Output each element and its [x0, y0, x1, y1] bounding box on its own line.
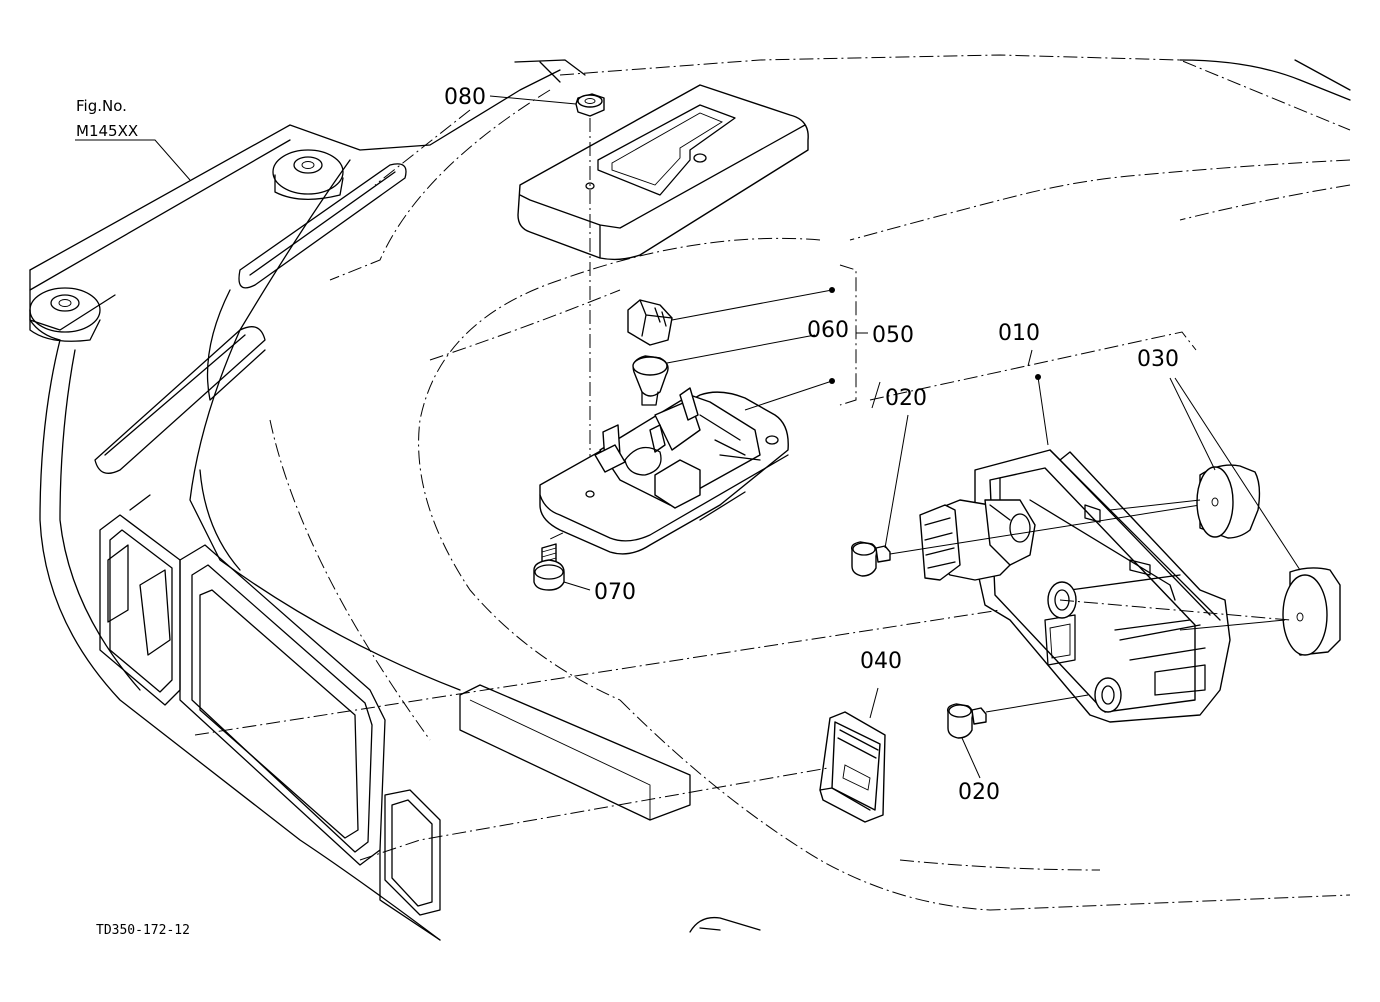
bracket-050: [839, 264, 857, 406]
drawing-code: TD350-172-12: [96, 923, 190, 938]
callout-030: 030: [1137, 347, 1179, 372]
callout-070: 070: [594, 580, 636, 605]
callout-050: 050: [872, 323, 914, 348]
callout-020-lower: 020: [958, 780, 1000, 805]
callout-010: 010: [998, 321, 1040, 346]
leader-dot: [829, 287, 835, 293]
part-030-upper-cap: [1109, 464, 1261, 539]
leader-030-a: [1169, 377, 1216, 471]
part-010-unit: [869, 331, 1231, 723]
part-060-bulb: [632, 334, 816, 406]
callout-040: 040: [860, 649, 902, 674]
part-020-lower-bulb: [946, 694, 1089, 779]
cabin-roof-body: [29, 59, 1351, 941]
fig-no-value: M145XX: [76, 122, 138, 140]
part-040-cover: [819, 687, 886, 823]
callout-060: 060: [807, 318, 849, 343]
leader-030-b: [1174, 377, 1301, 571]
part-030-lower-cap: [1179, 567, 1341, 656]
part-020-upper-bulb: [850, 414, 1201, 577]
outline-dash-lines: [269, 54, 1351, 911]
assembly-axis-lines: [194, 599, 1291, 861]
part-070-screw: [533, 543, 591, 591]
part-050-room-lamp: [539, 378, 835, 555]
fig-no-leader: [75, 139, 191, 181]
labels: Fig.No. M145XX TD350-172-12 080 060 050 …: [76, 85, 1179, 938]
leader-dot: [829, 378, 835, 384]
roof-plate: [517, 84, 809, 261]
callout-080: 080: [444, 85, 486, 110]
callout-020-upper: 020: [885, 386, 927, 411]
bracket-010: [869, 331, 1197, 401]
part-080-nut: [489, 93, 605, 117]
bracket-slash: [871, 381, 881, 409]
fig-no-label: Fig.No.: [76, 97, 127, 115]
part-050-knob: [627, 287, 835, 346]
